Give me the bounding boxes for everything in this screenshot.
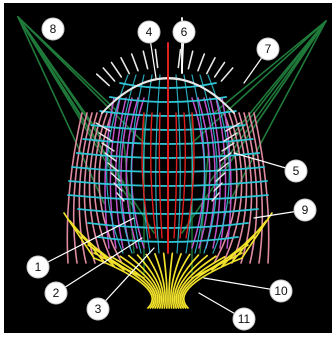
callout-7: 7 — [257, 38, 279, 60]
black-panel: 12 3 4 5 6 7 8 9 10 11 — [4, 3, 332, 333]
callout-5: 5 — [285, 160, 307, 182]
white-spike — [103, 68, 114, 81]
wireframe-illustration: 12 3 4 5 6 7 8 9 10 11 — [4, 3, 332, 333]
callout-number: 7 — [265, 42, 272, 56]
callout-number: 1 — [35, 260, 42, 274]
callout-number: 10 — [274, 284, 288, 298]
callout-number: 8 — [50, 22, 57, 36]
white-spike — [198, 54, 204, 71]
callout-10: 10 — [270, 280, 292, 302]
callout-number: 3 — [95, 302, 102, 316]
white-spike — [143, 51, 147, 68]
callout-9: 9 — [294, 199, 316, 221]
white-spike — [97, 74, 109, 85]
white-spike — [121, 58, 129, 74]
white-spike — [178, 50, 180, 68]
callout-number: 5 — [293, 164, 300, 178]
callout-number: 6 — [181, 25, 188, 39]
white-spike — [155, 50, 157, 68]
white-spike — [207, 58, 215, 74]
callout-4: 4 — [138, 21, 160, 43]
callout-3: 3 — [87, 298, 109, 320]
green-line — [18, 17, 144, 143]
red-strand — [159, 113, 162, 238]
red-strand — [174, 113, 177, 238]
callout-leader — [56, 238, 142, 293]
green-line — [18, 17, 104, 203]
white-spike — [188, 51, 192, 68]
callout-2: 2 — [45, 282, 67, 304]
callout-number: 9 — [302, 203, 309, 217]
red-center-lines — [142, 43, 194, 253]
callout-leader — [204, 278, 281, 291]
white-spike — [132, 54, 138, 71]
white-spike — [215, 62, 225, 76]
callout-6: 6 — [173, 21, 195, 43]
callout-number: 11 — [238, 312, 251, 326]
callout-number: 2 — [53, 286, 60, 300]
callout-11: 11 — [233, 308, 255, 330]
callout-8: 8 — [42, 18, 64, 40]
callout-number: 4 — [146, 25, 153, 39]
white-spike — [111, 62, 121, 76]
callout-1: 1 — [27, 256, 49, 278]
white-spike — [221, 68, 232, 81]
outer-green-lines — [18, 17, 326, 273]
